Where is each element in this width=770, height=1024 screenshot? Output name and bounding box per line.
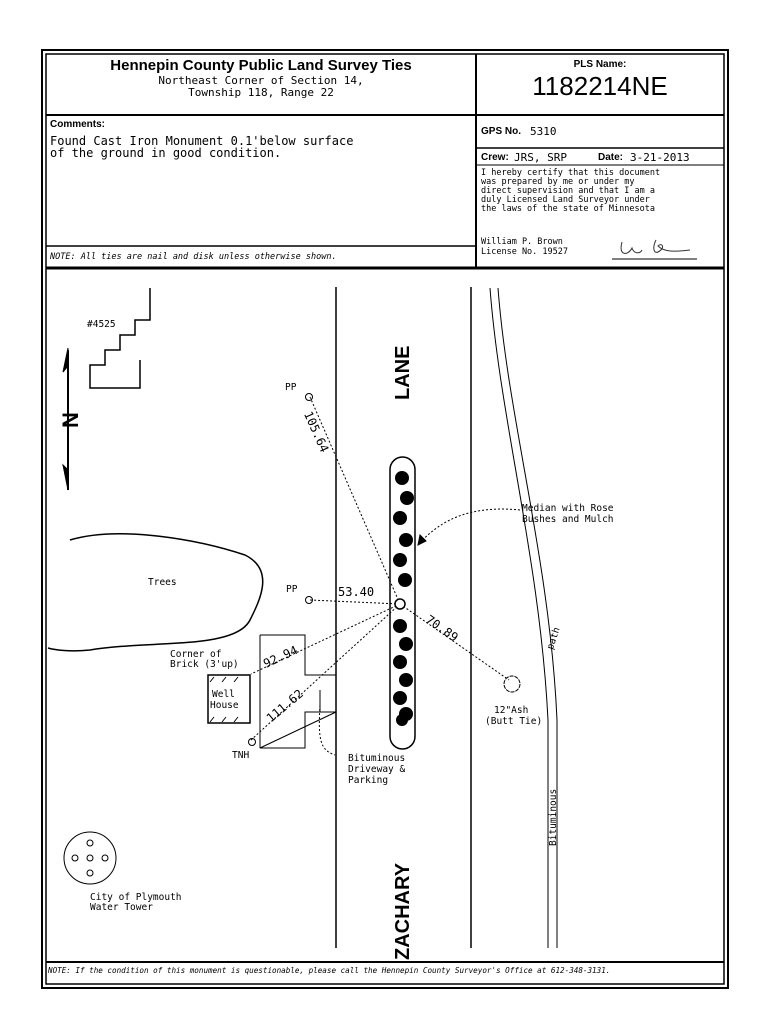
pls-name: 1182214NE [532,71,668,101]
tnh-label: TNH [232,750,250,761]
driveway-label-1: Bituminous [348,753,406,764]
gps-number: 5310 [530,125,557,138]
subtitle-line1: Northeast Corner of Section 14, [158,74,364,87]
trees-label: Trees [148,577,177,588]
street-label-lane: LANE [392,345,414,400]
house-outline [259,634,337,749]
tower-label-1: City of Plymouth [90,892,182,903]
driveway-label-2: Driveway & [348,764,406,775]
date-value: 3-21-2013 [630,151,690,164]
cert-line: was prepared by me or under my [481,177,635,187]
signature-image [620,239,691,254]
street-label-zachary: ZACHARY [392,862,414,960]
comments-line1: Found Cast Iron Monument 0.1'below surfa… [50,134,354,148]
corner-label-2: Brick (3'up) [170,659,239,670]
comments-label: Comments: [50,119,106,130]
trees-outline [47,533,264,652]
driveway-label-3: Parking [348,775,389,786]
monument-marker [394,598,406,610]
path-edge [489,287,549,948]
signature [618,238,694,262]
median-label-2: Bushes and Mulch [522,514,614,525]
median [389,456,416,750]
cert-line: direct supervision and that I am a [481,186,655,196]
corner-label-1: Corner of [170,649,222,660]
tree-icon [503,675,521,693]
pp-left-label: PP [286,584,298,595]
cert-line: the laws of the state of Minnesota [481,204,655,214]
subtitle-line2: Township 118, Range 22 [188,86,334,99]
building-outline [89,288,151,389]
ash-label-1: 12"Ash [494,705,529,716]
well-label-2: House [210,700,239,711]
date-label: Date: [598,152,624,163]
bituminous-label: Bituminous [548,788,559,846]
median-label-1: Median with Rose [522,503,614,514]
well-house [207,674,251,724]
power-pole-icon [305,596,313,604]
dist-pp-left: 53.40 [338,585,375,599]
outer-border [41,49,729,989]
well-label-1: Well [212,689,235,700]
hydrant-icon [248,738,256,746]
gps-label: GPS No. [481,126,522,137]
document-title: Hennepin County Public Land Survey Ties [110,57,412,74]
power-pole-icon [305,393,313,401]
comments-line2: of the ground in good condition. [50,146,282,160]
north-label: N [58,412,83,428]
bottom-note: NOTE: If the condition of this monument … [48,966,611,975]
pls-label: PLS Name: [573,59,627,70]
crew-label: Crew: [481,152,509,163]
crew-value: JRS, SRP [514,151,567,164]
well-hatch [209,676,239,723]
cert-line: I hereby certify that this document [481,168,661,178]
ash-label-2: (Butt Tie) [485,716,543,727]
license-number: License No. 19527 [481,247,568,257]
tower-label-2: Water Tower [90,902,153,913]
cert-line: duly Licensed Land Surveyor under [481,195,650,205]
surveyor-name: William P. Brown [481,237,563,247]
building-number: #4525 [87,319,116,330]
ties-note: NOTE: All ties are nail and disk unless … [50,252,337,262]
pp-top-label: PP [285,382,297,393]
certification: I hereby certify that this document was … [481,169,660,214]
rose-bushes [393,471,414,726]
water-tower-icon [63,831,117,885]
